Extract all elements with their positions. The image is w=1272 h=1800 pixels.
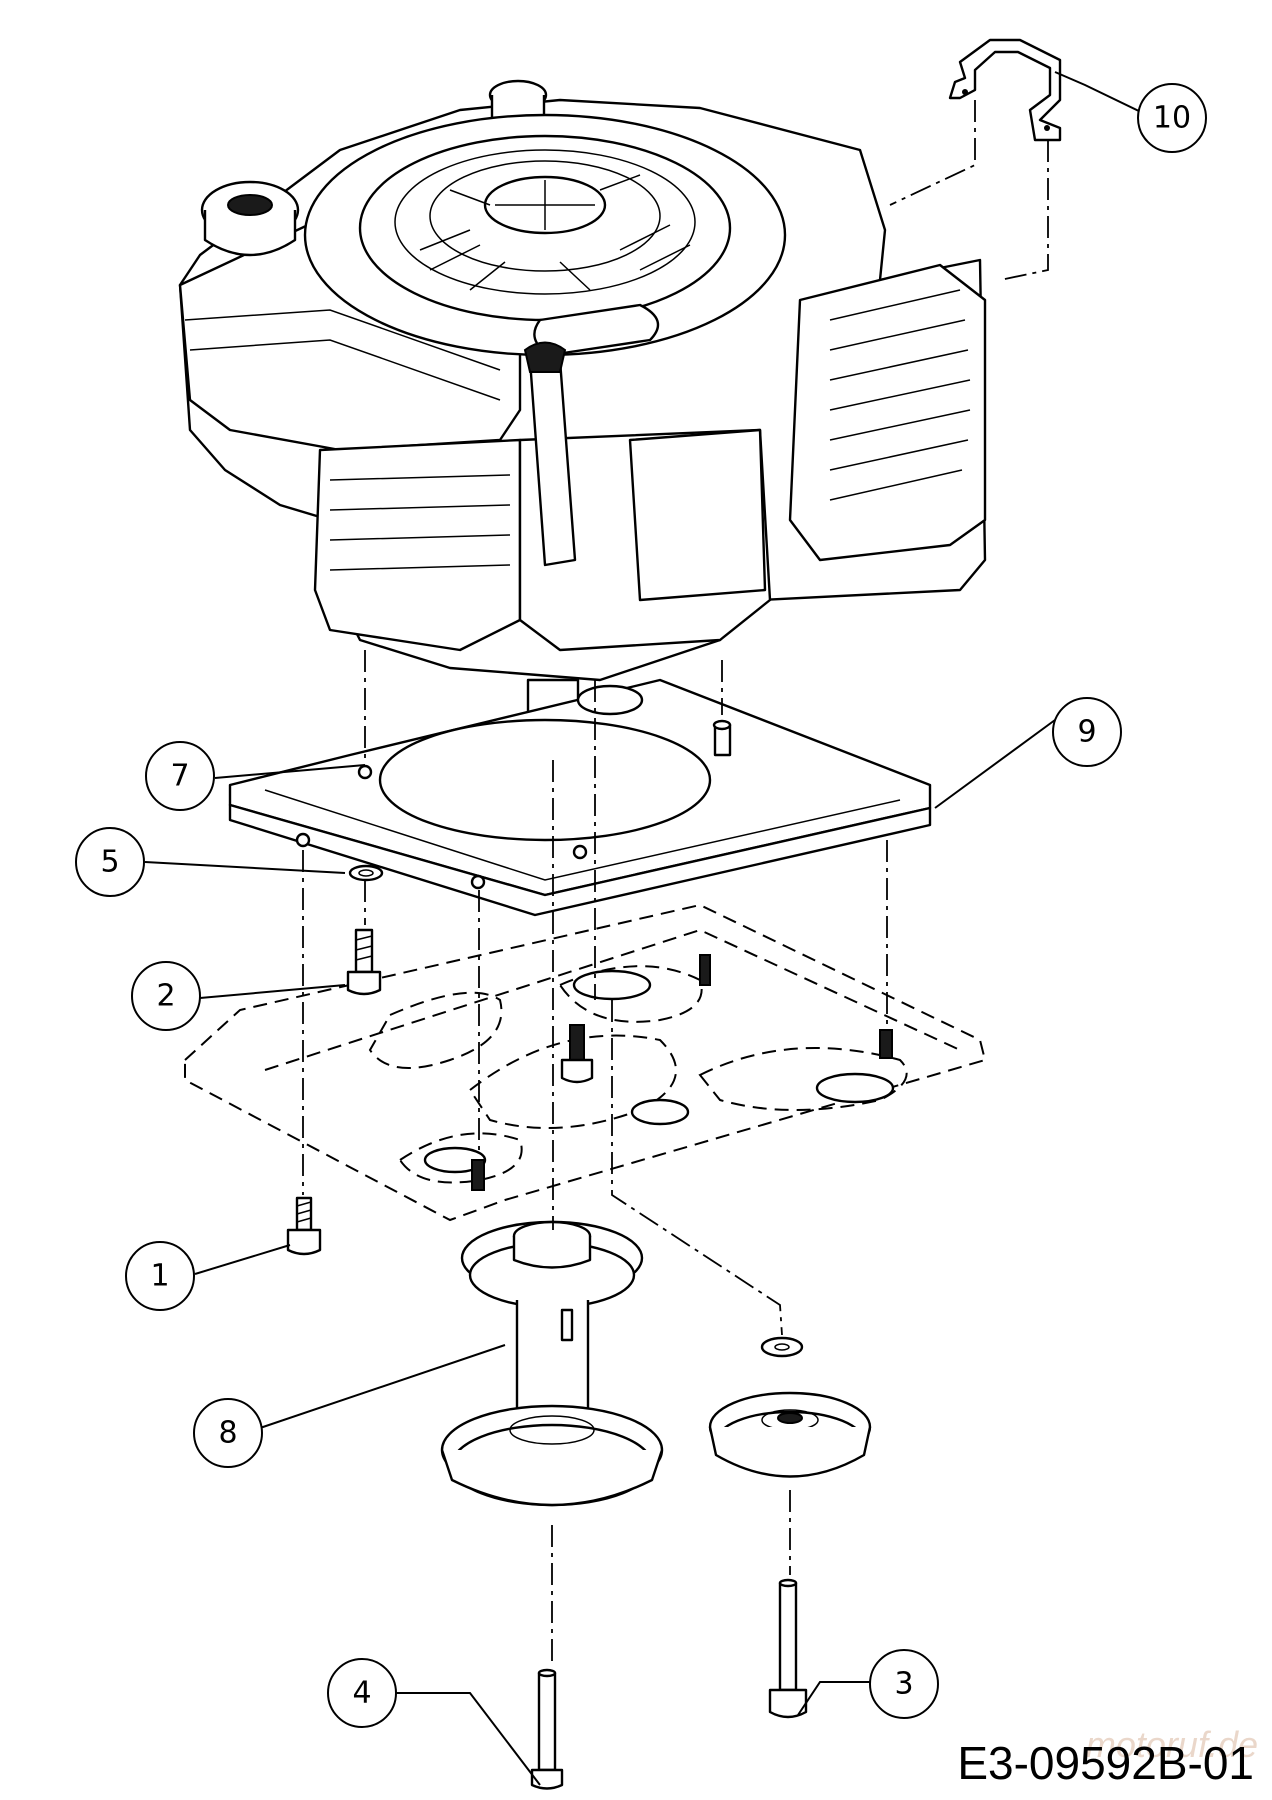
callout-10: 10 [1137,83,1207,153]
fastener-2-bolt [346,928,382,996]
assembly-lines [302,100,1049,1665]
callout-2: 2 [131,961,201,1031]
svg-text:8: 8 [218,1416,237,1451]
callout-3: 3 [869,1649,939,1719]
svg-text:10: 10 [1153,101,1191,136]
fastener-3-bolt [768,1578,808,1719]
mower-deck-outline [184,903,987,1222]
watermark: motoruf.de [1085,1724,1258,1765]
svg-text:1: 1 [150,1259,169,1294]
fastener-1-bolt [286,1196,322,1256]
callout-5: 5 [75,827,145,897]
svg-text:5: 5 [100,845,119,880]
deck-plate [228,678,932,917]
callout-leaders [144,71,1146,1786]
idler-pulley [708,1336,872,1478]
svg-text:2: 2 [156,979,175,1014]
callout-1: 1 [125,1241,195,1311]
svg-text:7: 7 [170,759,189,794]
drawing-number: E3-09592B-01 [957,1737,1254,1789]
fastener-5-lockwasher [348,864,384,882]
callout-4: 4 [327,1658,397,1728]
engine-bracket [948,38,1062,142]
svg-text:3: 3 [894,1667,913,1702]
svg-text:9: 9 [1077,715,1096,750]
callout-7: 7 [145,741,215,811]
callout-9: 9 [1052,697,1122,767]
engine-assembly [178,79,987,754]
callout-8: 8 [193,1398,263,1468]
svg-text:4: 4 [352,1676,371,1711]
fastener-center-bolt [560,1024,594,1084]
fastener-4-bolt [530,1668,564,1790]
drive-pulley [440,1220,664,1507]
